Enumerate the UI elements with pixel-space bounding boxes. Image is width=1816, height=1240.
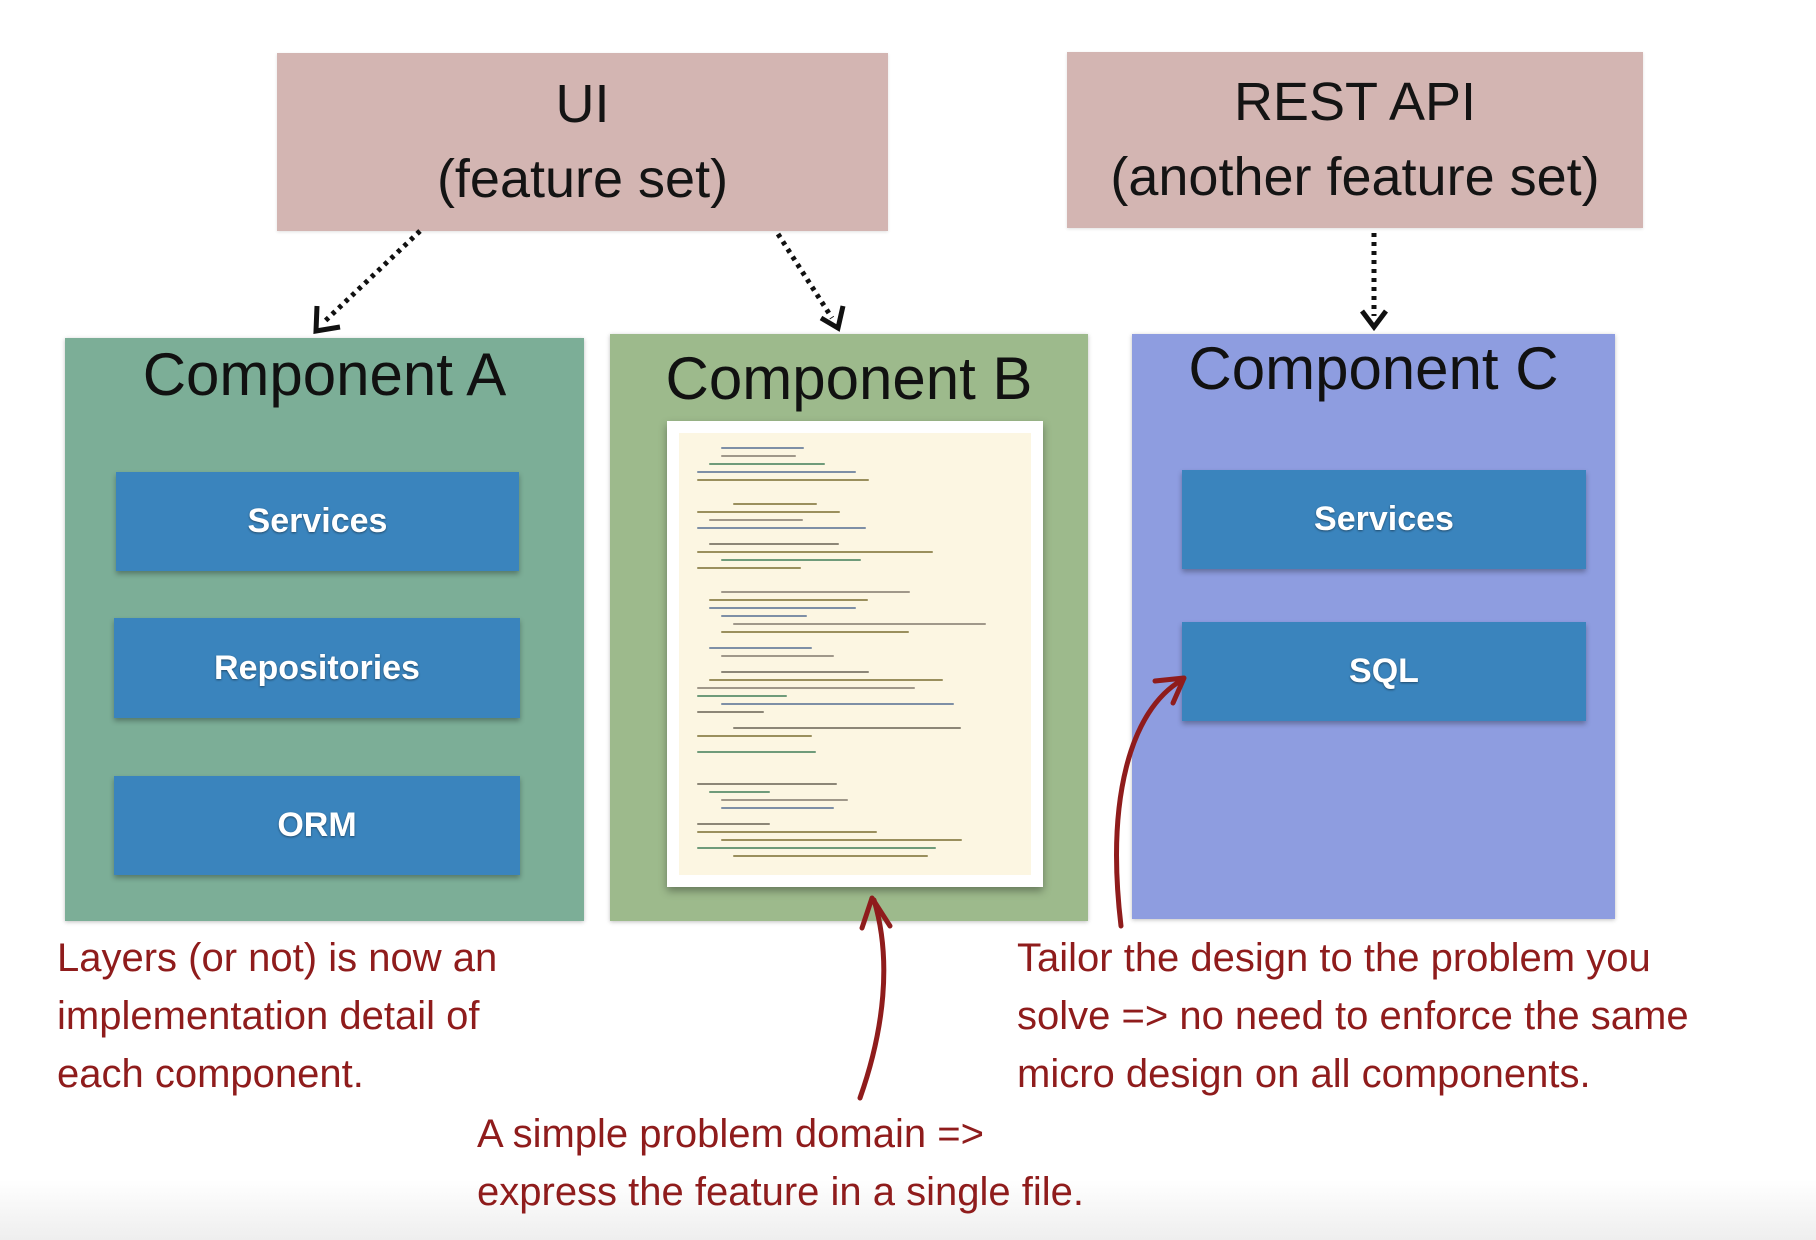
code-line <box>721 839 962 841</box>
code-line <box>721 799 848 801</box>
note-tailor-line-3: micro design on all components. <box>1017 1052 1591 1096</box>
code-line <box>733 503 817 505</box>
code-line <box>697 695 787 697</box>
code-line <box>697 527 866 529</box>
rest-api-feature-title: REST API <box>1233 72 1477 132</box>
code-line <box>697 687 915 689</box>
code-line <box>733 623 986 625</box>
note-tailor: Tailor the design to the problem you sol… <box>1017 929 1689 1103</box>
code-line <box>721 671 869 673</box>
rest-api-feature-set-box: REST API (another feature set) <box>1067 52 1643 228</box>
component-a-layer-services: Services <box>116 472 519 571</box>
note-single-file-line-2: express the feature in a single file. <box>477 1170 1085 1214</box>
code-line <box>709 607 856 609</box>
code-line <box>721 591 910 593</box>
code-line <box>697 471 856 473</box>
code-line <box>697 479 869 481</box>
note-layers-line-3: each component. <box>57 1052 364 1096</box>
note-layers-line-1: Layers (or not) is now an <box>57 936 498 980</box>
code-line <box>709 679 943 681</box>
code-line <box>721 631 909 633</box>
code-line <box>697 823 770 825</box>
curved-arrow-head-icon <box>859 895 893 931</box>
dotted-arrow-head-icon <box>1360 309 1388 332</box>
code-line <box>697 551 933 553</box>
code-line <box>697 831 877 833</box>
component-c-layer-services: Services <box>1182 470 1586 569</box>
note-single-file-line-1: A simple problem domain => <box>477 1112 984 1156</box>
component-a-layer-repositories: Repositories <box>114 618 520 718</box>
ui-feature-title: UI <box>555 74 610 134</box>
code-line <box>721 615 807 617</box>
code-line <box>709 647 812 649</box>
code-line <box>709 543 839 545</box>
source-code-file <box>667 421 1043 887</box>
component-c-title: Component C <box>1188 335 1559 402</box>
curved-arrow-head-icon <box>1152 675 1187 706</box>
code-line <box>721 807 834 809</box>
code-line <box>721 655 834 657</box>
code-line <box>733 855 928 857</box>
bottom-fade <box>0 1180 1816 1240</box>
code-line <box>721 447 804 449</box>
component-a: Component A Services Repositories ORM <box>65 338 584 921</box>
code-line <box>697 847 936 849</box>
rest-api-feature-subtitle: (another feature set) <box>1110 147 1600 207</box>
code-line <box>721 455 796 457</box>
curved-arrow-icon <box>857 897 887 1101</box>
dotted-arrow-icon <box>775 232 835 320</box>
ui-feature-set-box: UI (feature set) <box>277 53 888 231</box>
component-c: Component C Services SQL <box>1132 334 1615 919</box>
code-line <box>697 567 801 569</box>
curved-arrow-icon <box>1114 677 1185 929</box>
code-line <box>709 599 868 601</box>
code-line <box>697 711 764 713</box>
code-line <box>697 751 816 753</box>
note-layers-line-2: implementation detail of <box>57 994 480 1038</box>
code-line <box>697 783 837 785</box>
note-tailor-line-2: solve => no need to enforce the same <box>1017 994 1689 1038</box>
note-layers: Layers (or not) is now an implementation… <box>57 929 497 1103</box>
component-b-title: Component B <box>665 345 1033 412</box>
dotted-arrow-icon <box>322 229 422 324</box>
component-a-title: Component A <box>142 341 507 408</box>
dotted-arrow-head-icon <box>313 305 341 334</box>
note-single-file: A simple problem domain => express the f… <box>477 1105 1084 1221</box>
code-line <box>733 727 961 729</box>
code-line <box>709 463 825 465</box>
note-tailor-line-1: Tailor the design to the problem you <box>1017 936 1651 980</box>
code-line <box>721 559 861 561</box>
ui-feature-subtitle: (feature set) <box>436 149 729 209</box>
code-line <box>709 791 770 793</box>
code-line <box>697 735 812 737</box>
code-line <box>697 511 840 513</box>
code-line <box>721 703 954 705</box>
code-line <box>709 519 803 521</box>
source-code-page <box>679 433 1031 875</box>
component-a-layer-orm: ORM <box>114 776 520 875</box>
component-c-layer-sql: SQL <box>1182 622 1586 721</box>
dotted-arrow-head-icon <box>819 305 846 332</box>
